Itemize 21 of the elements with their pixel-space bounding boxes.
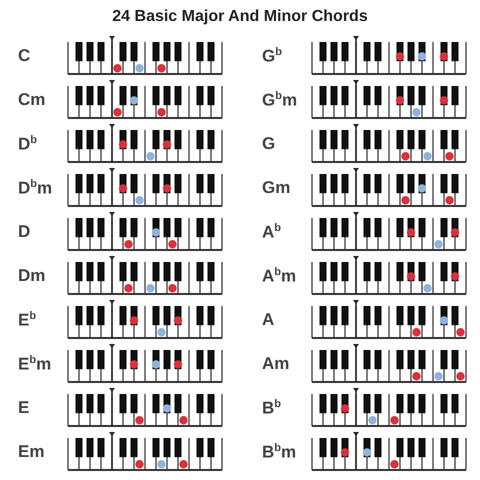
chord-name: Dm (18, 266, 46, 286)
chart-title: 24 Basic Major And Minor Chords (111, 8, 369, 26)
chord-name: B$^{b}$m (262, 442, 296, 463)
chord-name: C (18, 46, 30, 66)
chord-name: B$^{b}$ (262, 398, 282, 419)
chord-name: E$^{b}$ (18, 310, 36, 331)
chord-name: A$^{b}$m (262, 266, 296, 287)
chord-name: Cm (18, 90, 46, 110)
chord-name: D$^{b}$ (18, 134, 38, 155)
chord-name: G$^{b}$m (262, 90, 298, 111)
chord-name: E (18, 398, 30, 418)
chord-name: D (18, 222, 30, 242)
chord-name: Am (262, 354, 290, 374)
chord-name: Em (18, 442, 44, 462)
chord-name: A$^{b}$ (262, 222, 282, 243)
chord-name: A (262, 310, 274, 330)
chord-name: E$^{b}$m (18, 354, 52, 375)
chord-name: D$^{b}$m (18, 178, 52, 199)
chord-name: Gm (262, 178, 290, 198)
chord-name: G$^{b}$ (262, 46, 282, 67)
chord-name: G (262, 134, 276, 154)
